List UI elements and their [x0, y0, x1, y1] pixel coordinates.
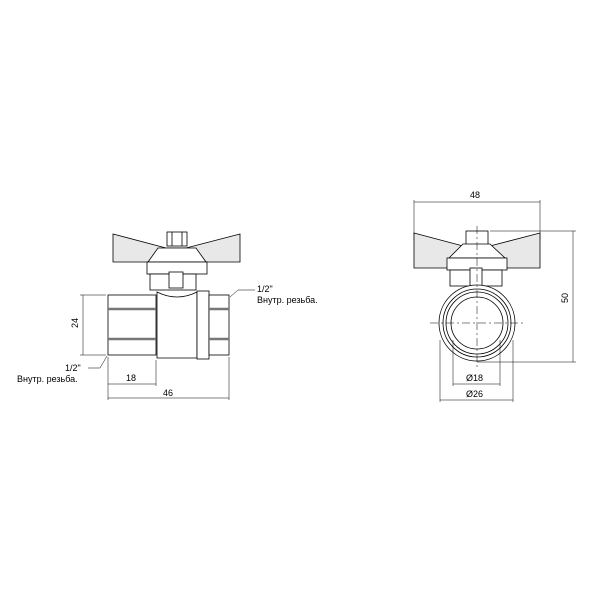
callout-left-text: Внутр. резьба.: [17, 374, 78, 384]
callout-left-size: 1/2": [65, 363, 81, 373]
front-view: [413, 200, 576, 402]
dim-thread-length: 18: [126, 373, 137, 383]
dim-handle-width: 48: [470, 190, 481, 200]
callout-right-size: 1/2": [257, 284, 273, 294]
dim-total-length: 46: [163, 388, 174, 398]
dim-outer-diameter: Ø26: [466, 389, 484, 399]
side-view: [80, 231, 255, 400]
dim-height-front: 50: [560, 292, 571, 304]
callout-right-text: Внутр. резьба.: [257, 295, 318, 305]
dim-height-side: 24: [70, 317, 81, 329]
dim-inner-diameter: Ø18: [466, 373, 484, 383]
